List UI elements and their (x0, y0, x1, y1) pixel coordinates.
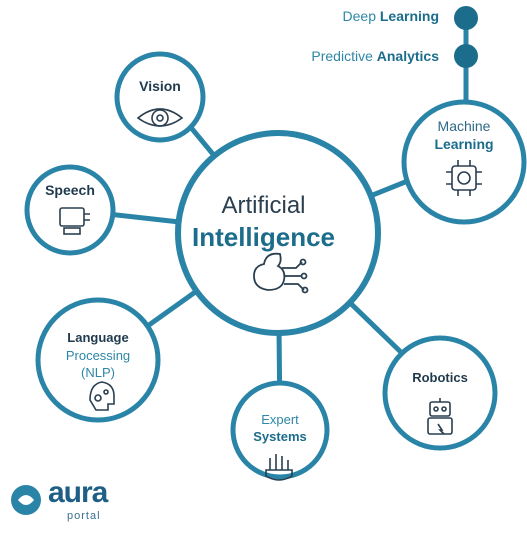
center-title-line1: Artificial (221, 192, 306, 219)
label-nlp-line3: (NLP) (81, 365, 115, 380)
circle-machine-learning (401, 99, 527, 225)
label-expert-line1: Expert (261, 412, 299, 427)
logo-sub: portal (67, 510, 101, 522)
chip-icon (446, 160, 482, 196)
aura-portal-logo: aura portal (14, 476, 108, 523)
head-gears-icon (89, 381, 115, 411)
robot-icon (427, 398, 453, 435)
circle-center (175, 130, 381, 336)
aura-logo-icon (11, 485, 41, 515)
label-nlp-line2: Processing (65, 348, 131, 363)
label-expert-line2: Systems (253, 429, 307, 444)
dot-deep-learning (454, 6, 478, 30)
circle-vision (114, 51, 206, 143)
label-ml-line2: Learning (434, 136, 494, 152)
label-predictive-analytics: Predictive Analytics (311, 48, 439, 64)
speech-icon (59, 207, 90, 235)
logo-word: aura (48, 476, 108, 509)
circle-nlp (35, 297, 161, 423)
eye-icon (136, 108, 184, 127)
circle-speech (24, 164, 116, 256)
dot-predictive-analytics (454, 44, 478, 68)
center-title-line2: Intelligence (191, 222, 336, 252)
label-nlp-line1: Language (67, 330, 129, 345)
hand-icon (265, 454, 293, 481)
label-speech: Speech (45, 182, 95, 198)
brain-circuit-icon (253, 252, 309, 294)
circle-robotics (382, 335, 498, 451)
label-deep-learning: Deep Learning (342, 8, 439, 24)
label-ml-line1: Machine (437, 118, 491, 134)
circle-expert-systems (230, 380, 330, 480)
label-vision: Vision (139, 78, 181, 94)
label-robotics: Robotics (412, 370, 468, 385)
